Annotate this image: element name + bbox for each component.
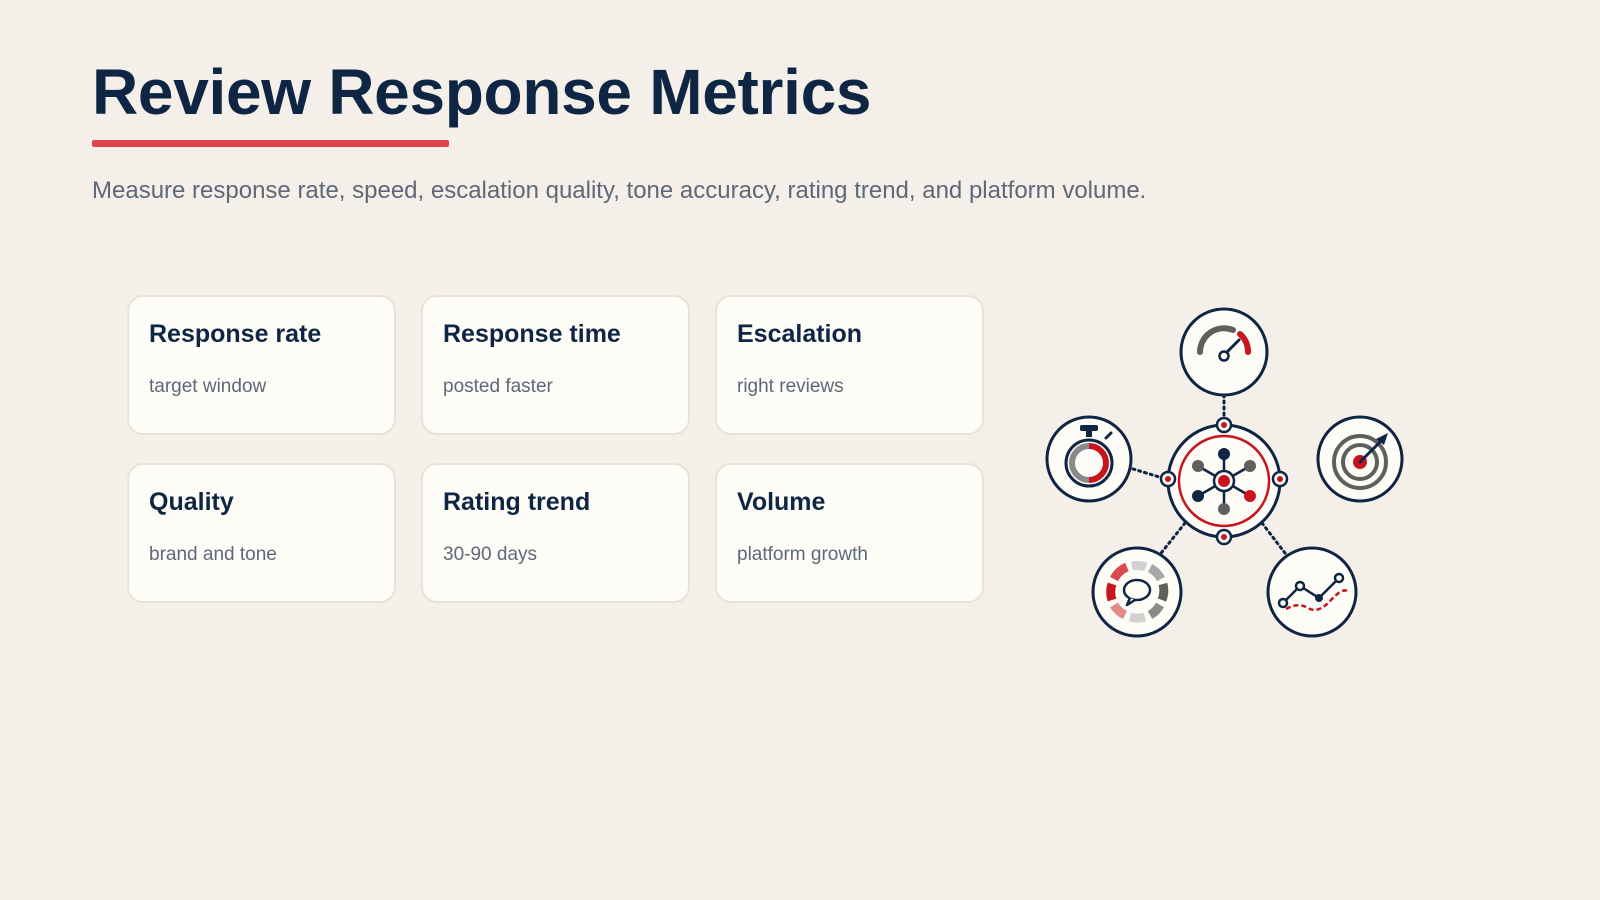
page-title: Review Response Metrics [92,56,872,128]
metric-card-response-time: Response time posted faster [421,295,690,435]
metric-card-title: Volume [737,488,826,516]
metric-card-title: Rating trend [443,488,591,516]
page-subtitle: Measure response rate, speed, escalation… [92,177,1147,204]
metric-card-title: Escalation [737,320,863,348]
metric-card-title: Quality [149,488,234,516]
metric-card-title: Response rate [149,320,322,348]
metric-card-escalation: Escalation right reviews [715,295,984,435]
metric-card-desc: 30-90 days [443,544,538,565]
metric-cards-grid: Response rate target window Response tim… [127,295,985,603]
metric-card-desc: posted faster [443,376,553,397]
metric-card-volume: Volume platform growth [715,463,984,603]
trend-line-icon [1266,546,1358,638]
metric-card-response-rate: Response rate target window [127,295,396,435]
metric-card-quality: Quality brand and tone [127,463,396,603]
metric-card-desc: target window [149,376,267,397]
chat-ring-icon [1091,546,1183,638]
hub-network-icon [1159,416,1289,546]
stopwatch-icon [1045,415,1133,503]
metric-card-desc: right reviews [737,376,844,397]
speedometer-icon [1179,307,1269,397]
metrics-hub-illustration [1045,307,1404,638]
metric-card-rating-trend: Rating trend 30-90 days [421,463,690,603]
metric-card-desc: brand and tone [149,544,277,565]
target-icon [1316,415,1404,503]
metric-card-desc: platform growth [737,544,868,565]
metric-card-title: Response time [443,320,621,348]
title-underline [92,140,449,147]
